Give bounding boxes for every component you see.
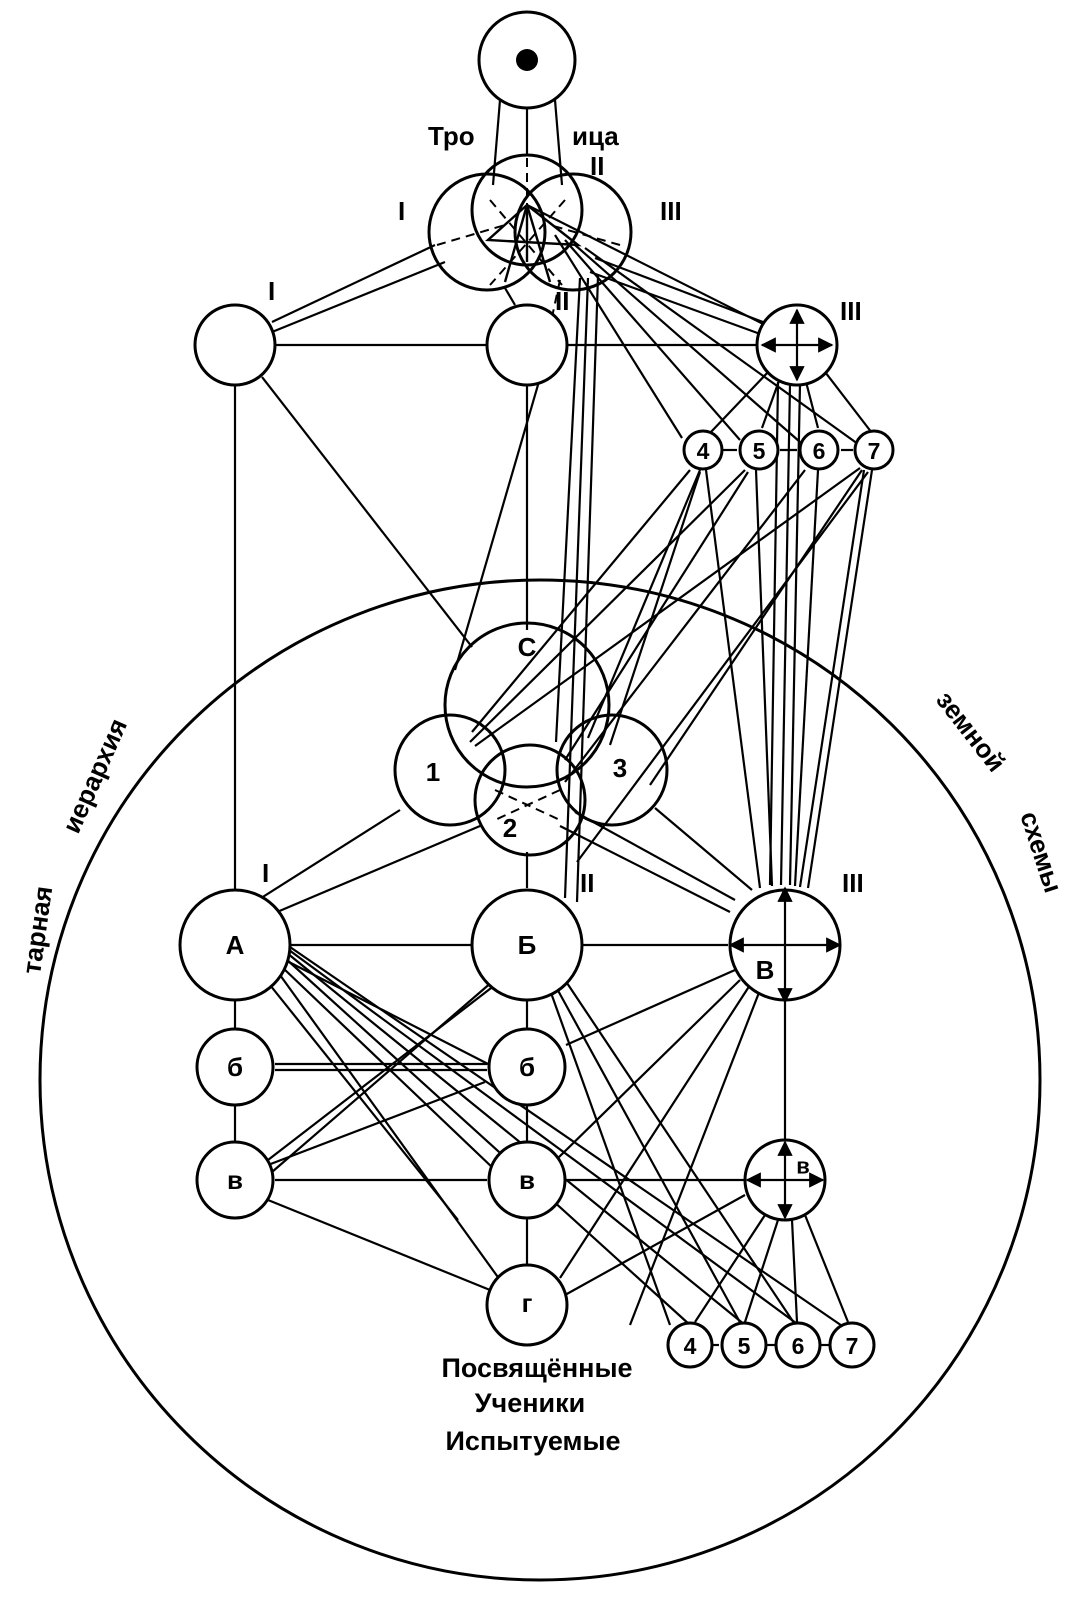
node-a	[178, 888, 292, 1002]
node-top-7	[853, 429, 895, 471]
node-b-mid	[487, 1027, 567, 1107]
node-bot-4	[666, 1321, 714, 1369]
earth-scheme-circle	[38, 578, 1042, 1582]
trinity-I-label: I	[398, 196, 405, 226]
dashed-lines	[436, 158, 621, 821]
trinity-right-label: ица	[572, 121, 619, 151]
row1-I-label: I	[268, 276, 275, 306]
row1-III-label: III	[840, 296, 862, 326]
node-top-7-label: 7	[868, 438, 881, 464]
node-a-label: А	[226, 930, 245, 960]
node-b-big-label: Б	[518, 930, 537, 960]
trinity-II-label: II	[590, 151, 604, 181]
arc-text-left-2: тарная	[16, 884, 58, 976]
node-top-6-label: 6	[813, 438, 826, 464]
node-2-label: 2	[503, 813, 517, 843]
node-bot-7	[828, 1321, 876, 1369]
node-1-label: 1	[426, 757, 440, 787]
node-g-label: г	[522, 1288, 533, 1318]
node-v-mid	[487, 1140, 567, 1220]
node-b-big	[470, 888, 584, 1002]
node-top-5	[738, 429, 780, 471]
node-bot-6-label: 6	[792, 1333, 805, 1359]
caption-line-1: Посвящённые	[441, 1353, 632, 1383]
node-b-mid-label: б	[519, 1052, 535, 1082]
node-top-4	[682, 429, 724, 471]
node-1	[393, 713, 507, 827]
arc-text-right-2: схемы	[1014, 808, 1068, 897]
row1-II-label: II	[555, 286, 569, 316]
trinity-triangle	[485, 203, 582, 283]
caption-line-3: Испытуемые	[445, 1426, 620, 1456]
node-bot-4-label: 4	[684, 1333, 697, 1359]
node-v-big-label: В	[756, 955, 775, 985]
node-v-left	[195, 1140, 275, 1220]
node-top-6	[798, 429, 840, 471]
trinity-circle-3	[513, 172, 633, 292]
node-v-left-label: в	[227, 1165, 243, 1195]
monad-dot	[516, 49, 538, 71]
node-bot-5	[720, 1321, 768, 1369]
row3-I-label: I	[262, 858, 269, 888]
node-top-4-label: 4	[697, 438, 710, 464]
row3-II-label: II	[580, 868, 594, 898]
node-g	[485, 1263, 569, 1347]
node-b-left-label: б	[227, 1052, 243, 1082]
node-b-left	[195, 1027, 275, 1107]
node-row1-II	[485, 303, 569, 387]
trinity-left-label: Тро	[428, 121, 475, 151]
connection-lines	[233, 99, 874, 1347]
node-3	[555, 713, 669, 827]
node-2	[473, 743, 587, 857]
node-3-label: 3	[613, 753, 627, 783]
caption-line-2: Ученики	[475, 1388, 586, 1418]
node-v-right-label: в	[796, 1154, 810, 1179]
node-c-label: С	[518, 632, 537, 662]
arc-text-right-1: земной	[930, 685, 1011, 777]
node-bot-7-label: 7	[846, 1333, 859, 1359]
node-bot-5-label: 5	[738, 1333, 751, 1359]
cross-arrows	[728, 308, 842, 1220]
node-row1-I	[193, 303, 277, 387]
node-c	[443, 621, 611, 789]
node-top-5-label: 5	[753, 438, 766, 464]
arc-text-left-1: иерархия	[56, 714, 133, 838]
node-bot-6	[774, 1321, 822, 1369]
row3-III-label: III	[842, 868, 864, 898]
node-v-mid-label: в	[519, 1165, 535, 1195]
trinity-III-label: III	[660, 196, 682, 226]
